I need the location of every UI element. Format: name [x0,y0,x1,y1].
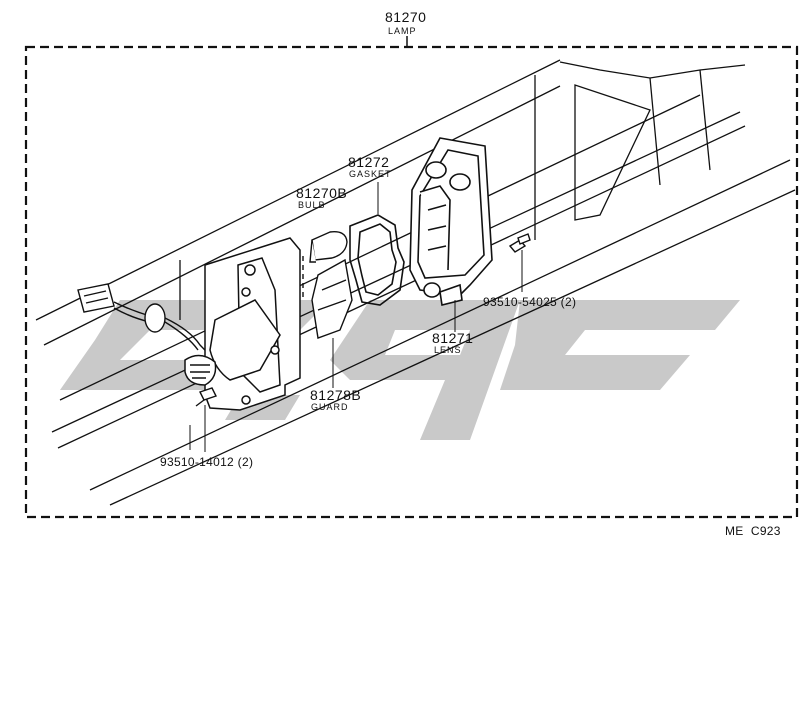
socket-housing [184,237,301,411]
bulb [302,231,348,300]
assembly-number: 81270 [385,9,427,25]
lens-name: LENS [434,345,462,355]
lens [409,137,493,332]
assembly-name: LAMP [388,26,417,36]
gasket-number: 81272 [348,154,390,170]
guard-name: GUARD [311,402,349,412]
screw-upper-label: 93510-54025 (2) [483,295,577,309]
bulb-number: 81270B [296,185,348,201]
figure-code: ME C923 [725,524,781,538]
screw-lower [195,387,217,452]
gasket-name: GASKET [349,169,392,179]
screw-lower-label: 93510-14012 (2) [160,455,254,469]
screw-upper [508,233,531,292]
guard [311,258,353,388]
gasket [349,182,405,306]
bulb-name: BULB [298,200,326,210]
guard-number: 81278B [310,387,362,403]
wire-harness [77,283,216,363]
assembly-frame [24,45,799,519]
lens-number: 81271 [432,330,474,346]
body-panel [35,59,796,506]
